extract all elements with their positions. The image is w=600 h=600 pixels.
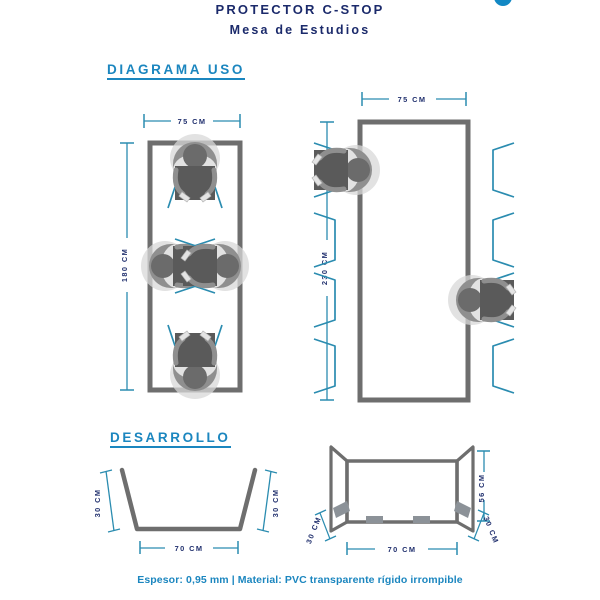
dimension-label-left-wing-3d: 30 CM xyxy=(304,515,323,545)
dimension-label-right-wing: 30 CM xyxy=(271,489,280,518)
foot-tab-right xyxy=(454,501,471,518)
dimension-height-56: 56 CM xyxy=(477,450,490,522)
dimension-width-75: 75 CM xyxy=(143,114,241,128)
seat-position-right xyxy=(174,238,249,294)
diagram-desarrollo-plano: 30 CM 30 CM 70 CM xyxy=(93,467,280,554)
foot-tab-front-right xyxy=(413,516,430,523)
dimension-label-right-wing-3d: 30 CM xyxy=(482,515,501,545)
seat-position-top xyxy=(167,134,223,209)
panel-left xyxy=(329,445,349,533)
dimension-label-left-wing: 30 CM xyxy=(93,489,102,518)
foot-tab-left xyxy=(333,501,350,518)
dimension-base-70-3d: 70 CM xyxy=(346,542,458,555)
foot-tab-front-left xyxy=(366,516,383,523)
page-title: PROTECTOR C-STOP xyxy=(215,2,385,17)
seat-position-bottom xyxy=(167,324,223,399)
diagram-mesa-4-puestos: 75 CM 180 CM xyxy=(120,114,249,399)
seat-position-r2 xyxy=(492,212,515,268)
protector-flat-outline xyxy=(119,467,258,532)
seat-position-r4 xyxy=(492,338,515,394)
dimension-label-width: 75 CM xyxy=(178,117,207,126)
dimension-label-length: 180 CM xyxy=(120,248,129,282)
panel-front xyxy=(345,459,459,524)
dimension-label-base: 70 CM xyxy=(175,544,204,553)
diagram-vista-3d: 56 CM 30 CM 30 CM 70 xyxy=(304,445,501,555)
dimension-label-base-3d: 70 CM xyxy=(388,545,417,554)
panel-right xyxy=(455,445,475,533)
dimension-label-length-large: 230 CM xyxy=(320,251,329,285)
section-heading-uso: DIAGRAMA USO xyxy=(107,62,245,80)
dimension-base-70: 70 CM xyxy=(139,541,239,554)
seat-position-r1 xyxy=(492,142,515,198)
dimension-right-wing-30: 30 CM xyxy=(256,469,280,533)
dimension-width-75-large: 75 CM xyxy=(361,92,467,106)
diagram-mesa-8-puestos: 75 CM 230 CM xyxy=(312,92,516,403)
page-subtitle: Mesa de Estudios xyxy=(229,23,371,37)
seat-position-l1 xyxy=(312,142,380,198)
title-block: PROTECTOR C-STOP Mesa de Estudios xyxy=(0,0,600,37)
dimension-label-width-large: 75 CM xyxy=(398,95,427,104)
footer-spec: Espesor: 0,95 mm | Material: PVC transpa… xyxy=(137,574,463,586)
dimension-length-180: 180 CM xyxy=(120,142,134,391)
seat-position-l4 xyxy=(313,338,336,394)
section-heading-desarrollo: DESARROLLO xyxy=(110,430,231,448)
seat-position-r3 xyxy=(448,272,516,328)
brand-logo-icon xyxy=(494,0,512,6)
dimension-label-height-3d: 56 CM xyxy=(477,474,486,503)
dimension-left-wing-30: 30 CM xyxy=(93,469,121,533)
